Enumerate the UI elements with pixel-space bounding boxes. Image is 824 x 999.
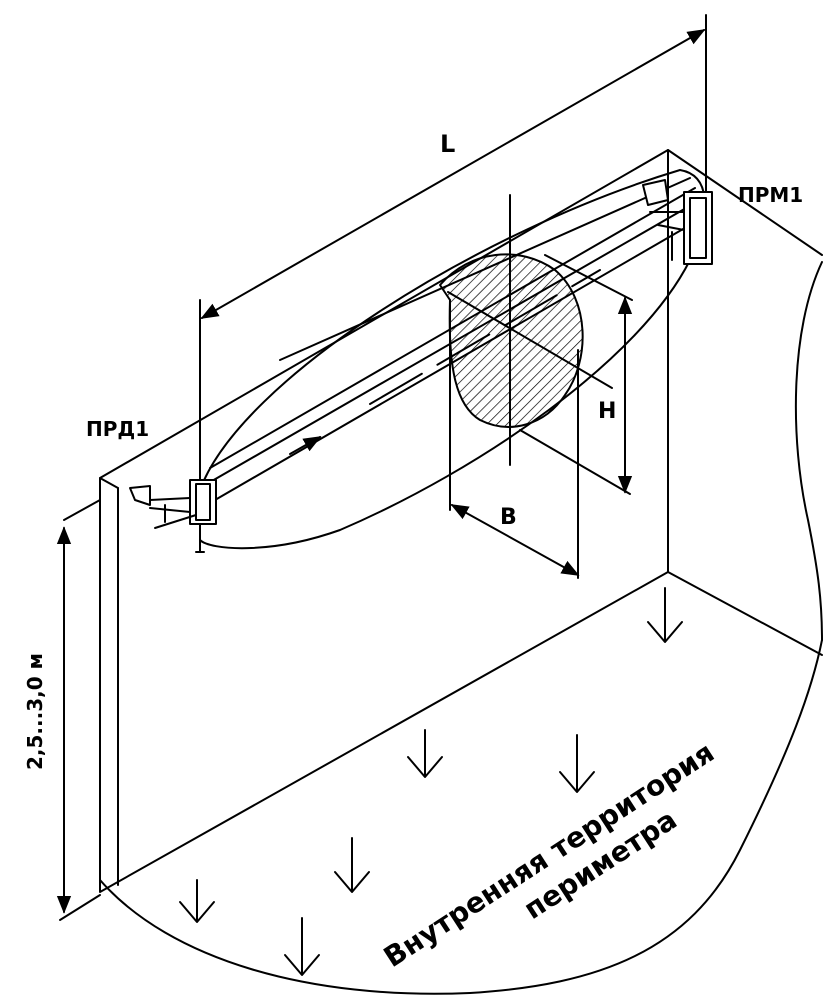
horizontal-axis [447, 291, 613, 389]
beam-direction-arrow [289, 436, 322, 455]
height-dim-tick-top [63, 499, 101, 521]
height-label: H [598, 399, 616, 424]
L-dim-line [200, 29, 706, 319]
receiver-label: ПРМ1 [738, 183, 803, 207]
down-arrows [179, 587, 683, 976]
wall-face [99, 149, 669, 893]
ground-boundary [99, 639, 823, 995]
ground-line [667, 571, 823, 656]
mount-height-label: 2,5...3,0 м [23, 653, 47, 770]
intruder-cross-section [439, 253, 584, 428]
H-ext-top [544, 254, 633, 301]
transmitter-device [129, 479, 217, 553]
transmitter-label: ПРД1 [86, 417, 149, 441]
B-dim-line [450, 504, 580, 576]
H-ext-bottom [519, 429, 631, 495]
height-dim-tick-bottom [59, 894, 101, 921]
length-label: L [440, 130, 455, 158]
width-label: B [500, 505, 517, 530]
right-boundary [794, 261, 823, 641]
receiver-device [642, 179, 713, 265]
